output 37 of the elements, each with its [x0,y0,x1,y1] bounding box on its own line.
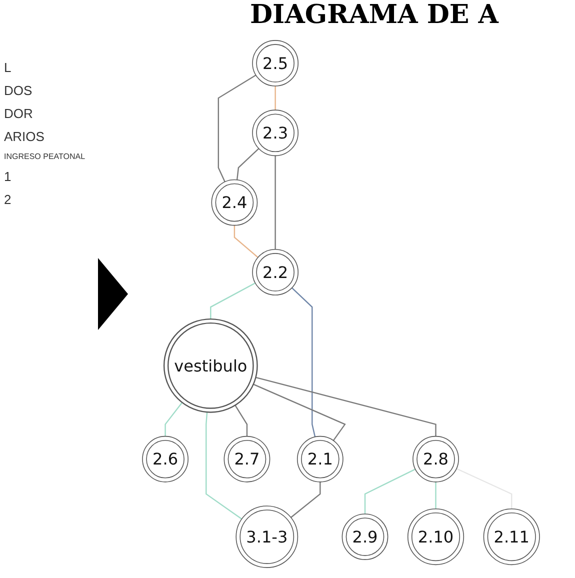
connector [234,225,258,258]
label-text: L [4,60,12,75]
connector [253,384,346,441]
node-circle: 2.10 [407,508,464,566]
label-text: 1 [4,169,12,184]
connector [290,482,321,518]
node-circle: 2.7 [224,436,270,482]
connector [164,402,183,436]
node-circle: 2.8 [412,436,459,482]
label-text: DOS [4,83,34,98]
node-circle: 3.1-3 [236,506,298,568]
connector [218,74,256,182]
node-circle: vestibulo [163,318,258,413]
label-text: ARIOS [4,129,46,144]
diagram-title: DIAGRAMA DE A [250,0,498,30]
node-circle: 2.9 [342,514,388,560]
connector [435,482,436,509]
connector [206,412,242,520]
connector [291,287,316,438]
connector [364,468,416,514]
label-text: DOR [4,106,34,121]
label-text: 2 [4,192,12,207]
node-circle: 2.2 [252,249,298,296]
node-circle: 2.6 [142,436,188,482]
node-circle: 2.4 [211,179,258,226]
node-circle: 2.11 [483,508,540,566]
connector [274,86,276,110]
connector [234,404,248,436]
connector [210,282,256,320]
node-circle: 2.3 [252,110,298,156]
connector [274,156,276,250]
node-circle: 2.1 [296,436,344,482]
entrance-label: INGRESO PEATONAL [4,152,86,161]
connector [256,376,436,436]
connector [236,148,260,180]
node-circle: 2.5 [252,40,298,86]
connector [456,468,512,509]
